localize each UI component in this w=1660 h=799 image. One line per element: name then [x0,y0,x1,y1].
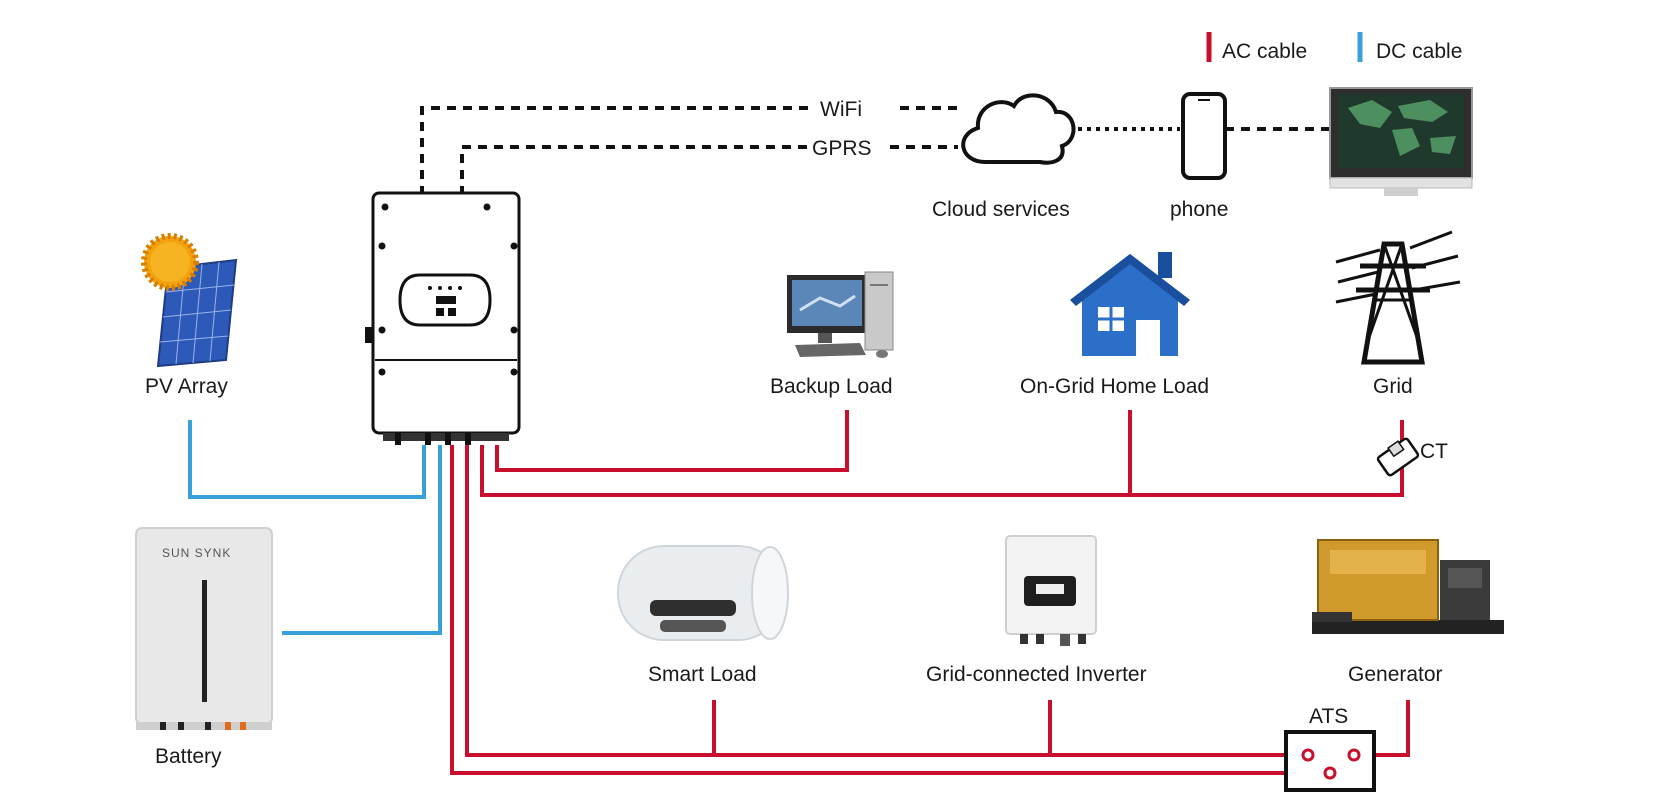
load-bus-cable [465,445,1308,757]
current-transformer-icon [1376,437,1420,477]
cloud-icon [961,93,1076,165]
battery-dc-cable [282,445,442,635]
pv-label: PV Array [145,375,228,398]
monitor-icon [1329,87,1473,196]
solar-panel-icon [141,233,238,368]
cloud-label: Cloud services [932,198,1070,221]
phone-icon [1181,92,1227,180]
smart-label: Smart Load [648,663,757,686]
generator-label: Generator [1348,663,1443,686]
wifi-link [420,106,958,195]
backup-label: Backup Load [770,375,893,398]
gridinv-label: Grid-connected Inverter [926,663,1147,686]
battery-brand: SUN SYNK [162,546,231,560]
hybrid-inverter-icon [365,191,521,445]
wifi-label: WiFi [820,98,862,121]
comm-links: WiFi GPRS [420,98,1330,195]
ats-out-cable [450,445,1330,775]
backup-load-cable [495,410,849,472]
grid-bus-cable [480,420,1404,497]
gprs-link [460,145,958,195]
generator-icon [1312,539,1504,634]
water-heater-icon [617,545,789,641]
ac-wiring-top [480,410,1404,497]
ct-label: CT [1420,440,1448,463]
home-label: On-Grid Home Load [1020,375,1209,398]
pv-dc-cable [188,420,426,499]
legend: AC cable DC cable [1206,32,1462,63]
grid-label: Grid [1373,375,1413,398]
legend-ac-label: AC cable [1222,40,1307,63]
house-icon [1070,252,1190,356]
power-tower-icon [1335,230,1461,365]
battery-label: Battery [155,745,222,768]
ats-label: ATS [1309,705,1348,728]
grid-inverter-icon [1005,535,1097,646]
desktop-computer-icon [787,271,894,358]
transfer-switch-icon [1284,730,1376,792]
legend-dc-label: DC cable [1376,40,1462,63]
phone-label: phone [1170,198,1228,221]
battery-cabinet-icon [135,527,273,730]
gprs-label: GPRS [812,137,872,160]
dc-wiring [188,420,442,635]
